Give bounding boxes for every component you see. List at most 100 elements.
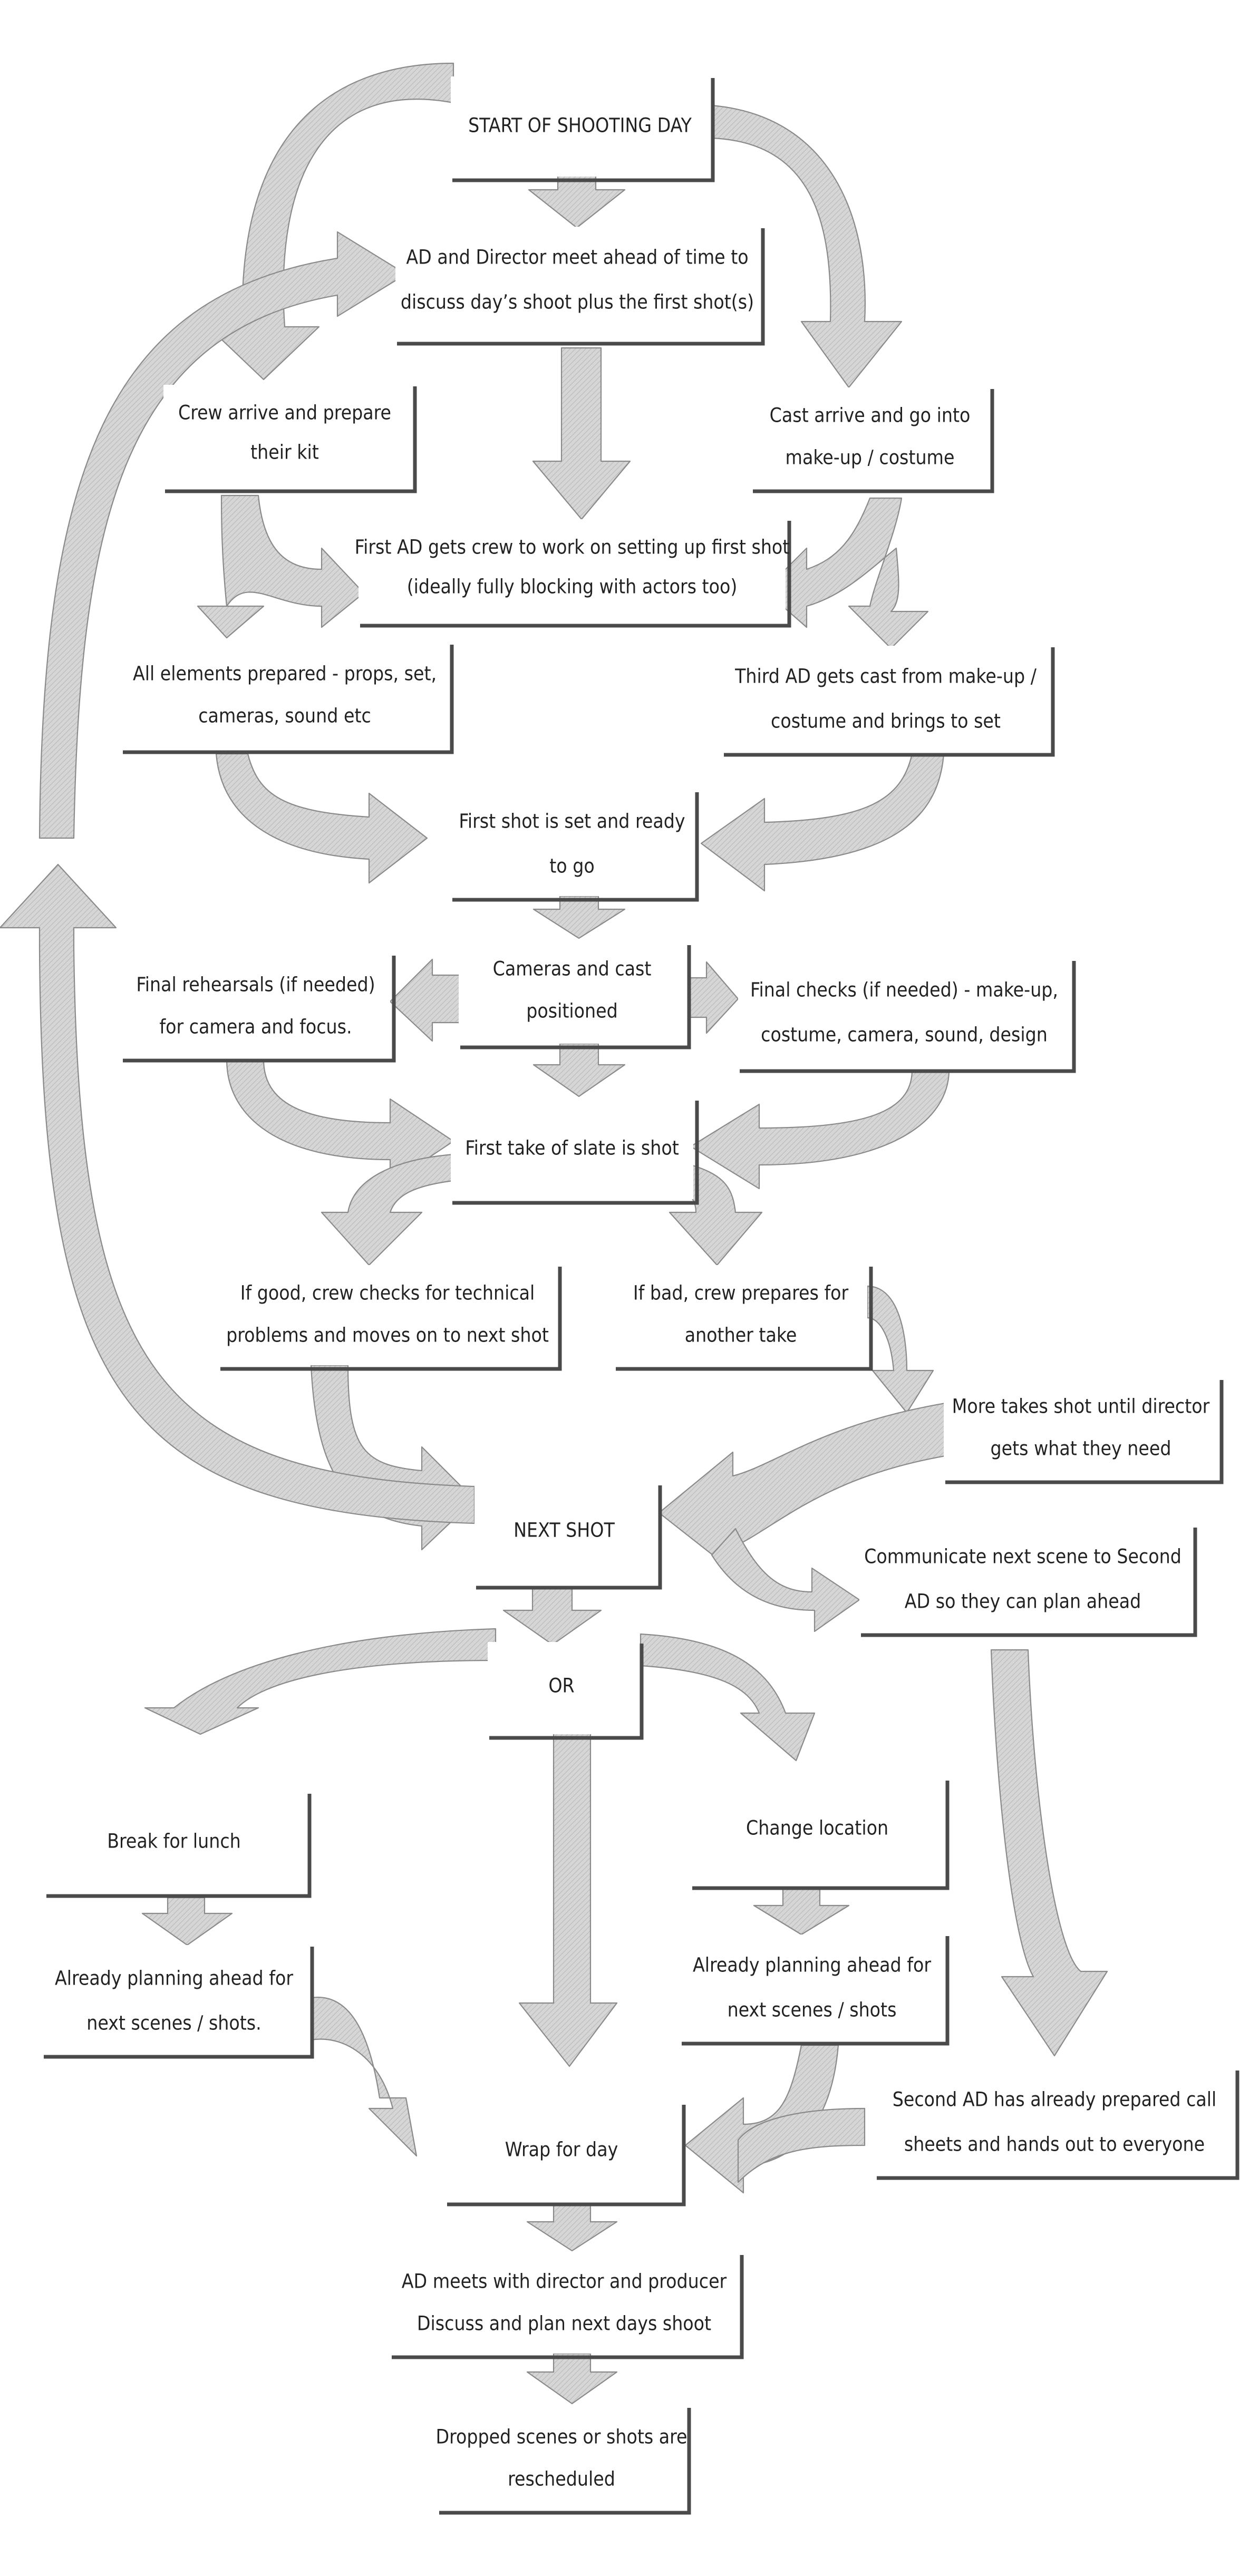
box-first-shot-set: First shot is set and ready to go bbox=[451, 791, 699, 902]
box-if-bad-line-1: If bad, crew prepares for bbox=[633, 1282, 849, 1305]
box-first-ad-line-2: (ideally fully blocking with actors too) bbox=[407, 576, 738, 598]
box-final-rehearsals: Final rehearsals (if needed) for camera … bbox=[121, 954, 396, 1063]
arrow-cameras-to-checks bbox=[687, 961, 739, 1034]
box-meet-line-2: discuss day’s shoot plus the first shot(… bbox=[401, 291, 754, 314]
arrow-next-shot-loop-to-meet bbox=[0, 863, 476, 1524]
arrow-meet-to-first-ad bbox=[532, 347, 631, 520]
box-final-rehearsals-line-2: for camera and focus. bbox=[159, 1016, 352, 1038]
arrow-break-to-planning-left bbox=[141, 1897, 233, 1946]
box-elements: All elements prepared - props, set, came… bbox=[121, 643, 454, 754]
box-break-lunch: Break for lunch bbox=[45, 1792, 312, 1898]
box-first-shot-set-line-1: First shot is set and ready bbox=[459, 810, 685, 833]
box-ad-meets: AD meets with director and producer Disc… bbox=[390, 2253, 744, 2359]
arrow-or-to-break-lunch bbox=[144, 1628, 497, 1735]
box-communicate-line-2: AD so they can plan ahead bbox=[905, 1590, 1141, 1613]
box-final-checks: Final checks (if needed) - make-up, cost… bbox=[738, 959, 1076, 1073]
flow-arrows bbox=[0, 62, 1108, 2405]
box-if-good: If good, crew checks for technical probl… bbox=[219, 1265, 562, 1371]
box-cast-arrive-line-2: make-up / costume bbox=[786, 446, 955, 469]
box-more-takes-line-1: More takes shot until director bbox=[952, 1395, 1210, 1418]
box-dropped-line-1: Dropped scenes or shots are bbox=[435, 2426, 687, 2448]
box-wrap: Wrap for day bbox=[446, 2103, 686, 2206]
box-first-shot-set-line-2: to go bbox=[549, 855, 594, 878]
arrow-checks-to-first-take bbox=[690, 1069, 950, 1190]
box-cameras-cast-line-2: positioned bbox=[526, 1000, 617, 1023]
box-communicate: Communicate next scene to Second AD so t… bbox=[859, 1526, 1197, 1637]
arrow-ad-meets-to-dropped bbox=[526, 2353, 618, 2405]
arrow-crew-to-first-ad bbox=[197, 494, 365, 639]
box-crew-arrive: Crew arrive and prepare their kit bbox=[163, 385, 417, 493]
box-dropped-line-2: rescheduled bbox=[508, 2468, 615, 2491]
arrow-or-to-wrap bbox=[518, 1675, 618, 2067]
box-first-take: First take of slate is shot bbox=[451, 1099, 699, 1205]
box-more-takes-line-2: gets what they need bbox=[990, 1437, 1171, 1460]
box-change-location: Change location bbox=[691, 1779, 950, 1890]
box-third-ad-line-1: Third AD gets cast from make-up / bbox=[734, 665, 1037, 688]
box-start: START OF SHOOTING DAY bbox=[451, 76, 715, 182]
box-or: OR bbox=[488, 1642, 644, 1740]
arrow-cast-to-first-ad bbox=[763, 497, 929, 649]
box-first-ad-line-1: First AD gets crew to work on setting up… bbox=[355, 536, 790, 559]
box-first-take-line-1: First take of slate is shot bbox=[465, 1137, 679, 1160]
box-dropped: Dropped scenes or shots are rescheduled bbox=[435, 2406, 691, 2515]
arrow-elements-to-first-shot bbox=[215, 753, 428, 884]
box-start-line-1: START OF SHOOTING DAY bbox=[468, 114, 692, 137]
flow-boxes: START OF SHOOTING DAY AD and Director me… bbox=[42, 76, 1239, 2515]
arrow-if-bad-to-more-takes bbox=[866, 1285, 934, 1414]
box-change-location-line-1: Change location bbox=[746, 1817, 888, 1840]
box-or-line-1: OR bbox=[548, 1675, 574, 1697]
box-planning-left-line-1: Already planning ahead for bbox=[55, 1967, 293, 1990]
box-final-checks-line-2: costume, camera, sound, design bbox=[761, 1024, 1048, 1046]
box-elements-line-2: cameras, sound etc bbox=[198, 705, 371, 727]
arrow-change-to-planning-right bbox=[753, 1886, 850, 1936]
box-second-ad: Second AD has already prepared call shee… bbox=[875, 2069, 1239, 2180]
arrow-or-to-change-location bbox=[640, 1633, 816, 1762]
arrow-start-to-cast-arrive bbox=[711, 104, 903, 388]
box-cast-arrive: Cast arrive and go into make-up / costum… bbox=[751, 387, 994, 493]
box-elements-line-1: All elements prepared - props, set, bbox=[133, 663, 437, 685]
box-wrap-line-1: Wrap for day bbox=[505, 2138, 618, 2161]
box-planning-right: Already planning ahead for next scenes /… bbox=[680, 1935, 950, 2046]
arrow-first-shot-to-cameras bbox=[532, 895, 626, 939]
box-planning-left-line-2: next scenes / shots. bbox=[86, 2012, 261, 2035]
box-planning-right-line-1: Already planning ahead for bbox=[693, 1954, 931, 1977]
arrow-wrap-to-ad-meets bbox=[526, 2202, 618, 2252]
arrow-more-takes-to-next-shot bbox=[658, 1401, 953, 1572]
box-meet-line-1: AD and Director meet ahead of time to bbox=[406, 246, 748, 269]
box-ad-meets-line-1: AD meets with director and producer bbox=[402, 2270, 727, 2293]
box-next-shot: NEXT SHOT bbox=[474, 1484, 662, 1590]
box-second-ad-line-1: Second AD has already prepared call bbox=[893, 2088, 1217, 2111]
box-break-lunch-line-1: Break for lunch bbox=[107, 1830, 241, 1853]
box-if-bad-line-2: another take bbox=[685, 1324, 797, 1347]
box-if-bad: If bad, crew prepares for another take bbox=[614, 1265, 873, 1371]
box-third-ad-line-2: costume and brings to set bbox=[771, 710, 1001, 733]
arrow-rehearsals-to-first-take bbox=[226, 1058, 454, 1184]
arrow-cameras-to-first-take bbox=[532, 1043, 626, 1097]
arrow-planning-left-to-wrap bbox=[310, 1996, 418, 2157]
arrow-next-shot-to-communicate bbox=[711, 1528, 860, 1632]
box-if-good-line-2: problems and moves on to next shot bbox=[226, 1324, 549, 1347]
box-second-ad-line-2: sheets and hands out to everyone bbox=[904, 2133, 1205, 2156]
arrow-second-ad-to-wrap bbox=[737, 2107, 866, 2183]
box-if-good-line-1: If good, crew checks for technical bbox=[240, 1282, 535, 1305]
box-cast-arrive-line-1: Cast arrive and go into bbox=[770, 404, 971, 427]
box-third-ad: Third AD gets cast from make-up / costum… bbox=[722, 646, 1055, 757]
box-planning-right-line-2: next scenes / shots bbox=[728, 1999, 897, 2021]
box-crew-arrive-line-2: their kit bbox=[250, 441, 319, 464]
arrow-first-take-to-if-good bbox=[321, 1153, 454, 1266]
arrow-communicate-to-second-ad bbox=[990, 1649, 1108, 2057]
box-final-checks-line-1: Final checks (if needed) - make-up, bbox=[750, 979, 1058, 1002]
box-planning-left: Already planning ahead for next scenes /… bbox=[42, 1945, 314, 2059]
box-more-takes: More takes shot until director gets what… bbox=[944, 1378, 1224, 1484]
arrow-cameras-to-rehearsals bbox=[389, 958, 465, 1042]
arrow-third-ad-to-first-shot bbox=[700, 753, 945, 892]
box-final-rehearsals-line-1: Final rehearsals (if needed) bbox=[136, 974, 375, 996]
box-ad-meets-line-2: Discuss and plan next days shoot bbox=[417, 2312, 711, 2335]
box-crew-arrive-line-1: Crew arrive and prepare bbox=[178, 402, 391, 424]
box-cameras-cast-line-1: Cameras and cast bbox=[493, 958, 652, 980]
box-meet: AD and Director meet ahead of time to di… bbox=[395, 227, 765, 346]
box-next-shot-line-1: NEXT SHOT bbox=[514, 1519, 615, 1542]
box-communicate-line-1: Communicate next scene to Second bbox=[864, 1545, 1181, 1568]
box-cameras-cast: Cameras and cast positioned bbox=[459, 944, 691, 1049]
